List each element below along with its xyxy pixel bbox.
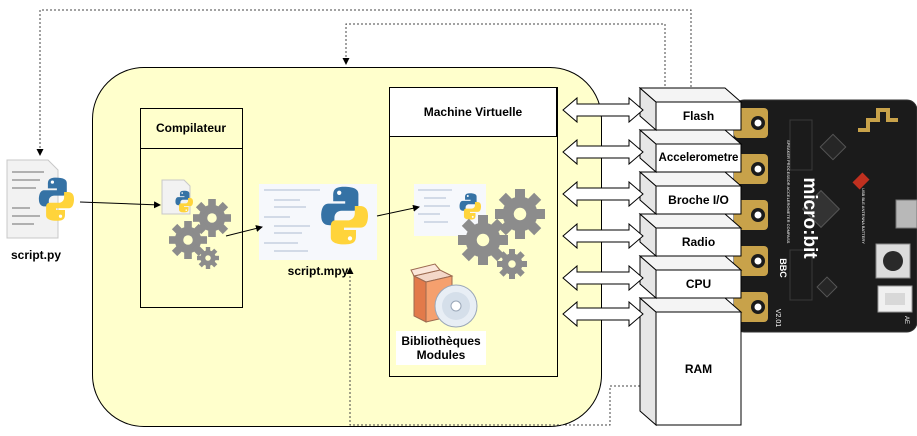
compiler-gears-icon (161, 179, 231, 269)
board-brand-text: micro:bit (799, 177, 820, 259)
libraries-label-line1: Bibliothèques (401, 334, 481, 348)
vm-gears-icon (414, 184, 545, 279)
bus-arrow-cpu (562, 265, 644, 291)
board-version-text: V2.01 (774, 309, 781, 327)
libraries-icon (410, 263, 478, 328)
vm-title-band (389, 87, 557, 137)
bytecode-label: script.mpy (287, 264, 349, 278)
arrow-compiler-to-bytecode (225, 225, 263, 237)
board-bbc-text: BBC (778, 258, 788, 278)
board-silk-ae: AE (903, 316, 909, 324)
accelerometer-box-3d (638, 128, 743, 174)
board-silk-left: SPEAKER PROCESSOR ACCELEROMETER COMPASS (786, 140, 791, 244)
compiler-title: Compilateur (155, 121, 226, 135)
libraries-label-line2: Modules (416, 348, 466, 362)
bus-arrow-ram (562, 301, 644, 327)
ram-box-3d (638, 296, 743, 427)
dotted-ram-to-bytecode (346, 267, 656, 426)
vm-title: Machine Virtuelle (423, 105, 523, 119)
hw-pin-io-label: Broche I/O (668, 193, 729, 207)
cpu-box-3d (638, 254, 743, 300)
pin-io-box-3d (638, 170, 743, 216)
flash-box-3d (638, 86, 743, 132)
arrow-script-to-compiler (79, 201, 161, 209)
hw-flash-label: Flash (682, 109, 715, 123)
arrow-bytecode-to-vm (376, 204, 420, 217)
bus-arrow-accelerometer (562, 139, 644, 165)
bus-arrow-flash (562, 97, 644, 123)
bus-arrow-pin-io (562, 181, 644, 207)
radio-box-3d (638, 212, 743, 258)
microbit-board: micro:bit BBC V2.01 SPEAKER PROCESSOR AC… (733, 99, 917, 333)
hw-cpu-label: CPU (685, 277, 712, 291)
script-label: script.py (10, 248, 61, 262)
compiler-box-divider (140, 148, 242, 149)
hw-accelerometer-label: Accelerometre (658, 152, 739, 164)
dotted-flash-to-script (36, 9, 692, 156)
hw-radio-label: Radio (681, 235, 716, 249)
board-silk-right: USB BLE ANTENNA BATTERY (861, 188, 866, 244)
script-file-icon (6, 159, 74, 239)
dotted-flash-to-container (342, 23, 666, 94)
bus-arrow-radio (562, 223, 644, 249)
hw-ram-label: RAM (684, 361, 713, 376)
bytecode-file-icon (259, 184, 377, 260)
libraries-label: Bibliothèques Modules (396, 331, 486, 365)
